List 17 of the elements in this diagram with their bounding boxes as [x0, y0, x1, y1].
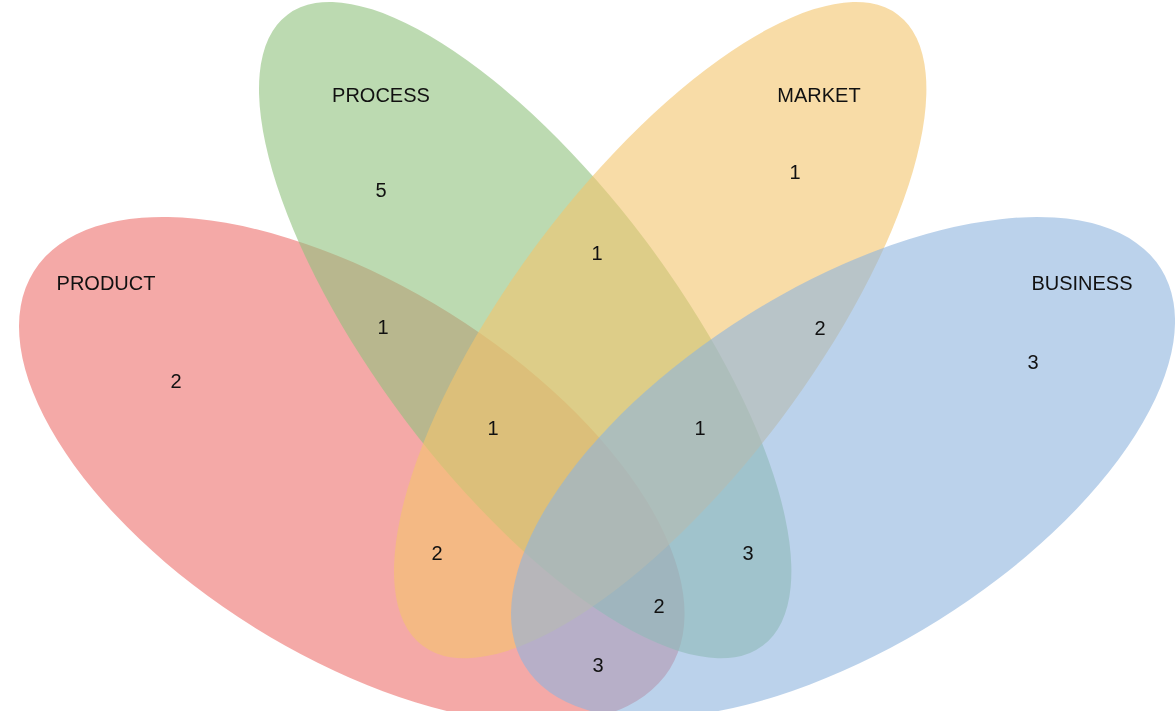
region-count: 1: [377, 317, 389, 337]
region-count: 3: [592, 655, 604, 675]
region-count: 3: [1027, 352, 1039, 372]
region-count: 5: [375, 180, 387, 200]
set-title: PRODUCT: [56, 273, 156, 293]
set-title: PROCESS: [332, 85, 430, 105]
region-count: 1: [789, 162, 801, 182]
region-count: 2: [170, 371, 182, 391]
region-count: 2: [814, 318, 826, 338]
set-title: MARKET: [777, 85, 861, 105]
region-count: 1: [694, 418, 706, 438]
region-count: 2: [431, 543, 443, 563]
region-count: 2: [653, 596, 665, 616]
region-count: 1: [487, 418, 499, 438]
region-count: 1: [591, 243, 603, 263]
set-title: BUSINESS: [1031, 273, 1133, 293]
region-count: 3: [742, 543, 754, 563]
